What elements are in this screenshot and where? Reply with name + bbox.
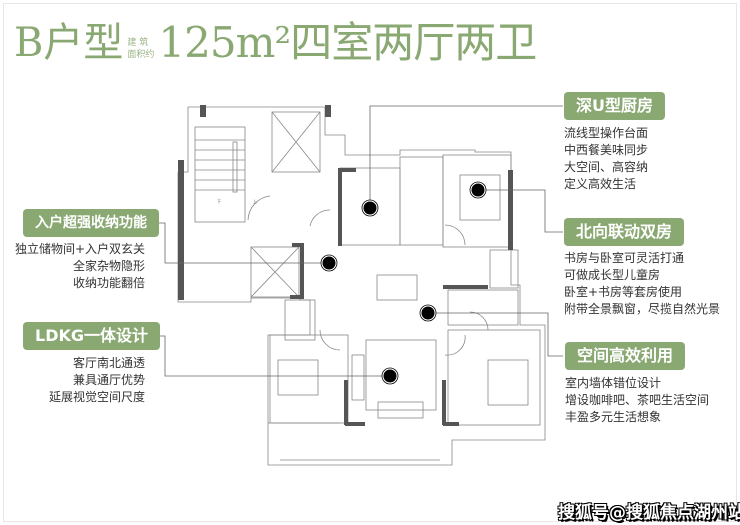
area-caption: 建 筑 面积约 bbox=[127, 37, 154, 61]
stair-up-label: 上 bbox=[253, 198, 257, 204]
feature-line: 全家杂物隐形 bbox=[72, 259, 145, 273]
storage-text: 独立储物间+入户双玄关 全家杂物隐形 收纳功能翻倍 bbox=[15, 241, 145, 292]
area-caption-line: 建 筑 bbox=[127, 38, 149, 48]
ldkg-text: 客厅南北通透 兼具通厅优势 延展视觉空间尺度 bbox=[49, 355, 145, 406]
kitchen-feature-heading: 深U型厨房 bbox=[564, 92, 665, 120]
north-rooms-heading: 北向联动双房 bbox=[564, 218, 685, 246]
feature-line: 丰盈多元生活想象 bbox=[565, 410, 662, 424]
watermark: 搜狐号@搜狐焦点湖州站 bbox=[558, 503, 740, 523]
feature-line: 卧室+书房等套房使用 bbox=[564, 285, 683, 299]
living-marker-dot bbox=[383, 369, 397, 383]
bedroom-marker-dot bbox=[471, 183, 485, 197]
feature-line: 客厅南北通透 bbox=[72, 356, 145, 370]
hotspot-markers bbox=[320, 181, 487, 385]
stair-down-label: 下 bbox=[217, 199, 221, 204]
entrance-marker-dot bbox=[322, 256, 336, 270]
ldkg-heading: LDKG一体设计 bbox=[23, 322, 161, 350]
area-caption-line: 面积约 bbox=[127, 50, 155, 60]
feature-line: 流线型操作台面 bbox=[564, 126, 649, 140]
storage-heading: 入户超强收纳功能 bbox=[23, 209, 159, 237]
kitchen-feature-text: 流线型操作台面 中西餐美味同步 大空间、高容纳 定义高效生活 bbox=[564, 125, 648, 193]
feature-line: 室内墙体错位设计 bbox=[565, 376, 662, 390]
feature-line: 中西餐美味同步 bbox=[564, 143, 649, 157]
north-rooms-text: 书房与卧室可灵活打通 可做成长型儿童房 卧室+书房等套房使用 附带全景飘窗，尽揽… bbox=[564, 250, 720, 318]
feature-line: 大空间、高容纳 bbox=[564, 160, 649, 174]
feature-line: 延展视觉空间尺度 bbox=[48, 390, 145, 404]
space-heading: 空间高效利用 bbox=[565, 342, 686, 370]
image-frame bbox=[3, 3, 737, 522]
page-title: B户型 建 筑 面积约 125m²四室两厅两卫 bbox=[14, 18, 537, 68]
unit-area: 125m²四室两厅两卫 bbox=[158, 18, 537, 67]
feature-line: 可做成长型儿童房 bbox=[564, 268, 661, 282]
feature-line: 附带全景飘窗，尽揽自然光景 bbox=[564, 302, 721, 316]
space-text: 室内墙体错位设计 增设咖啡吧、茶吧生活空间 丰盈多元生活想象 bbox=[565, 375, 709, 426]
feature-line: 兼具通厅优势 bbox=[72, 373, 145, 387]
unit-type: B户型 bbox=[14, 20, 124, 66]
dining-marker-dot bbox=[421, 306, 435, 320]
feature-line: 书房与卧室可灵活打通 bbox=[564, 251, 685, 265]
feature-line: 定义高效生活 bbox=[564, 177, 637, 191]
feature-line: 收纳功能翻倍 bbox=[72, 276, 145, 290]
feature-line: 增设咖啡吧、茶吧生活空间 bbox=[565, 393, 710, 407]
feature-line: 独立储物间+入户双玄关 bbox=[14, 242, 145, 256]
kitchen-marker-dot bbox=[363, 201, 377, 215]
